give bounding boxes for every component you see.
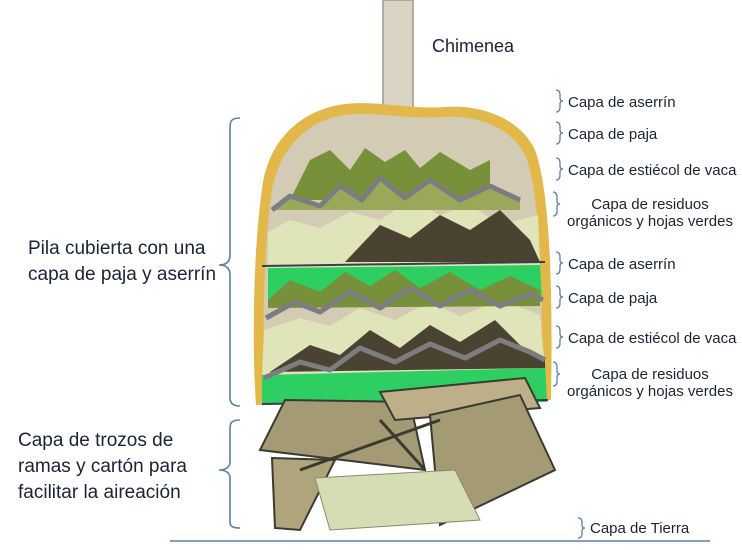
layer-brace: [555, 121, 564, 145]
upper-manure-dark: [345, 210, 540, 262]
layer-brace: [552, 191, 561, 217]
branch-piece: [314, 469, 481, 531]
lower-manure-dark: [270, 320, 545, 372]
chimney-label: Chimenea: [432, 36, 515, 56]
ground-label: Capa de Tierra: [590, 520, 690, 537]
layer-brace: [555, 325, 564, 349]
layer-label: Capa de residuos orgánicos y hojas verde…: [567, 196, 733, 230]
layer-brace: [552, 361, 561, 387]
pile-brace: [218, 117, 241, 407]
ground-brace: [577, 517, 586, 539]
layer-label: Capa de estiécol de vaca: [568, 330, 737, 347]
layer-label: Capa de aserrín: [568, 94, 676, 111]
layer-label: Capa de aserrín: [568, 256, 676, 273]
branch-piece: [270, 456, 337, 532]
base-brace: [218, 419, 241, 529]
layer-braces: [552, 89, 586, 539]
pile-label: Pila cubierta con una capa de paja y ase…: [28, 238, 217, 285]
layer-label: Capa de estiécol de vaca: [568, 162, 737, 179]
bottom-ridge-line: [262, 337, 547, 381]
lower-ridge-line: [264, 285, 545, 321]
branch-stick: [299, 418, 441, 472]
base-label: Capa de trozos de ramas y cartón para fa…: [18, 430, 187, 503]
layer-label: Capa de residuos orgánicos y hojas verde…: [567, 366, 733, 400]
layer-brace: [555, 285, 564, 309]
layer-label: Capa de paja: [568, 290, 658, 307]
layer-brace: [555, 89, 564, 113]
upper-ridge-line: [270, 175, 522, 212]
separator-line: [261, 261, 546, 267]
layer-label: Capa de paja: [568, 126, 658, 143]
layer-brace: [555, 157, 564, 181]
branch-stick: [378, 418, 427, 472]
layer-brace: [555, 251, 564, 275]
